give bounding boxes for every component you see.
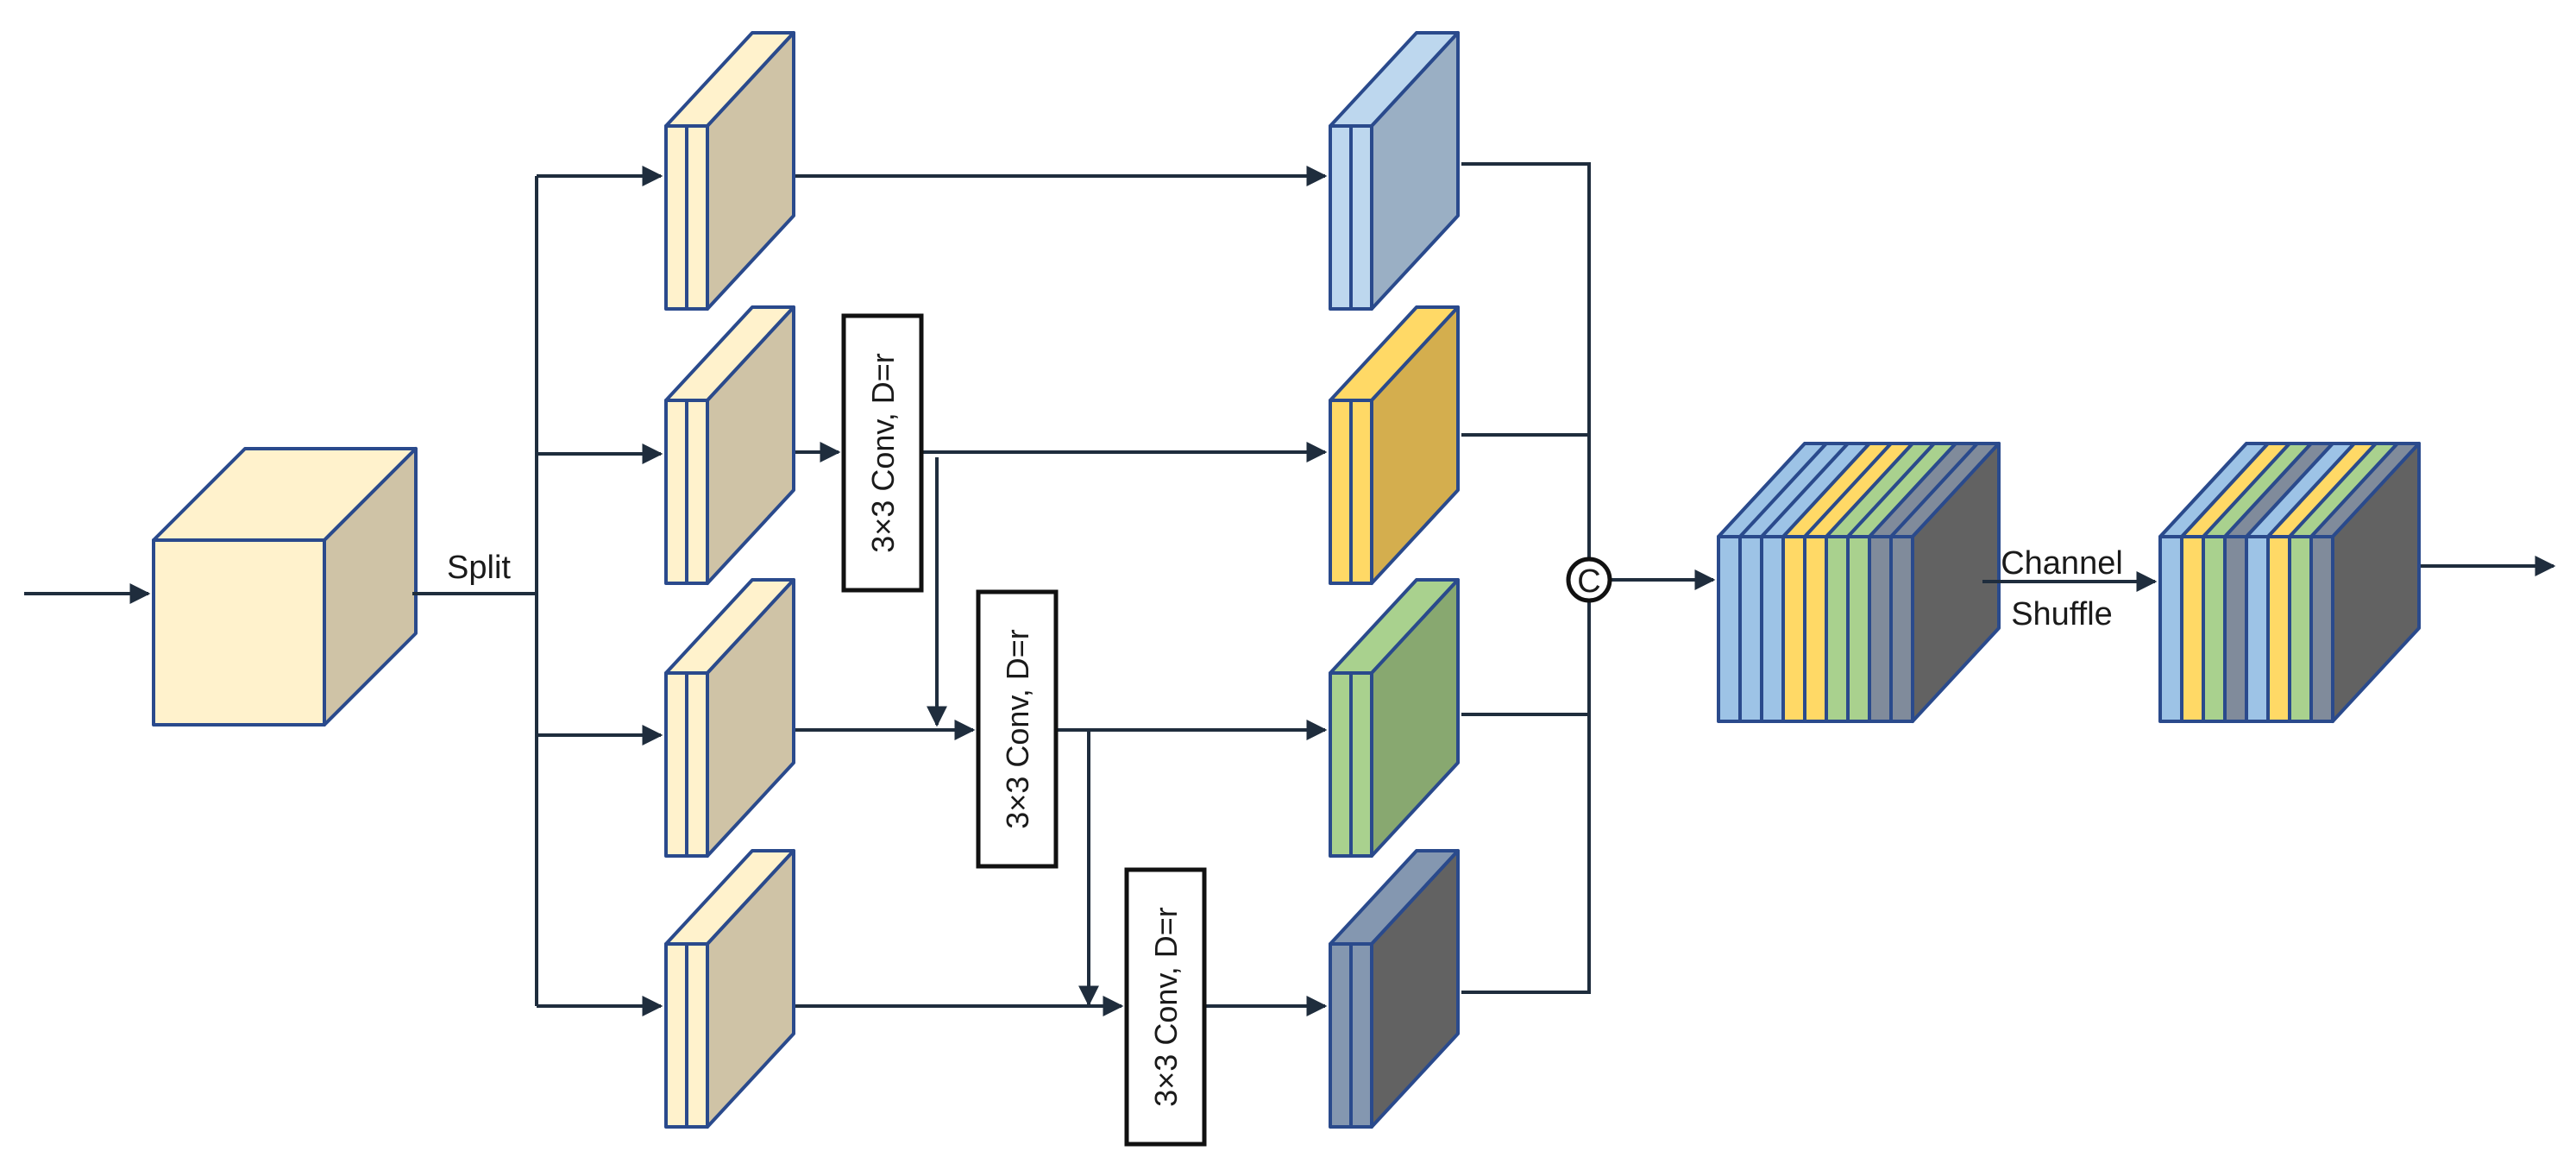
concatenated-block-slice [1781,535,1806,723]
input-branch-3-slice [664,671,688,858]
shuffled-block-slice [2180,535,2205,723]
output-branch-1-slice [1349,124,1373,311]
concatenated-block-slice [1868,535,1893,723]
concat-circle-icon: C [1566,557,1612,603]
input-branch-4-slice [685,942,709,1129]
input-branch-2-slice [685,399,709,585]
shuffled-block-slice [2223,535,2248,723]
input-branch-1-slice [685,124,709,311]
concatenated-block-slice [1803,535,1828,723]
input-branch-4 [664,849,795,1129]
concat-label: C [1577,563,1600,600]
input-branch-2-slice [664,399,688,585]
input-feature-cube [152,447,418,727]
conv-label-2: 3×3 Conv, D=r [1000,629,1035,828]
input-branch-2 [664,305,795,585]
shuffled-block-slice [2202,535,2227,723]
output-branch-1-slice [1329,124,1353,311]
split-label: Split [447,550,511,586]
input-cube-front [152,538,326,727]
conv-box-1: 3×3 Conv, D=r [841,313,924,593]
conv-label-3: 3×3 Conv, D=r [1148,907,1184,1106]
concatenated-block-slice [1717,535,1742,723]
concatenated-block-slice [1889,535,1914,723]
conv-box-3: 3×3 Conv, D=r [1124,867,1207,1147]
concatenated-block [1717,442,2001,723]
output-branch-4 [1329,849,1460,1129]
concatenated-block-slice [1825,535,1850,723]
shuffled-block-slice [2245,535,2270,723]
channel-shuffle-label-line2: Shuffle [2011,596,2113,632]
input-branch-3-slice [685,671,709,858]
input-branch-1 [664,31,795,311]
shuffled-block [2158,442,2421,723]
shuffled-block-slice [2266,535,2291,723]
output-branch-2-slice [1349,399,1373,585]
output-branch-3-slice [1329,671,1353,858]
output-branch-3 [1329,578,1460,858]
shuffled-block-slice [2158,535,2183,723]
input-branch-1-slice [664,124,688,311]
output-branch-1 [1329,31,1460,311]
labels-layer: Split 3×3 Conv, D=r 3×3 Conv, D=r 3×3 Co… [447,313,2123,1147]
conv-label-1: 3×3 Conv, D=r [865,353,901,552]
concatenated-block-slice [1738,535,1763,723]
shapes-layer [152,31,2421,1129]
output-branch-4-slice [1349,942,1373,1129]
output-branch-3-slice [1349,671,1373,858]
output-branch-2-slice [1329,399,1353,585]
output-branch-2 [1329,305,1460,585]
input-branch-3 [664,578,795,858]
connectors [24,162,2556,1016]
shuffled-block-slice [2288,535,2313,723]
shuffled-block-slice [2309,535,2334,723]
output-branch-4-slice [1329,942,1353,1129]
concatenated-block-slice [1846,535,1871,723]
concatenated-block-slice [1760,535,1785,723]
channel-shuffle-label-line1: Channel [2001,545,2123,582]
input-branch-4-slice [664,942,688,1129]
conv-box-2: 3×3 Conv, D=r [976,589,1059,869]
